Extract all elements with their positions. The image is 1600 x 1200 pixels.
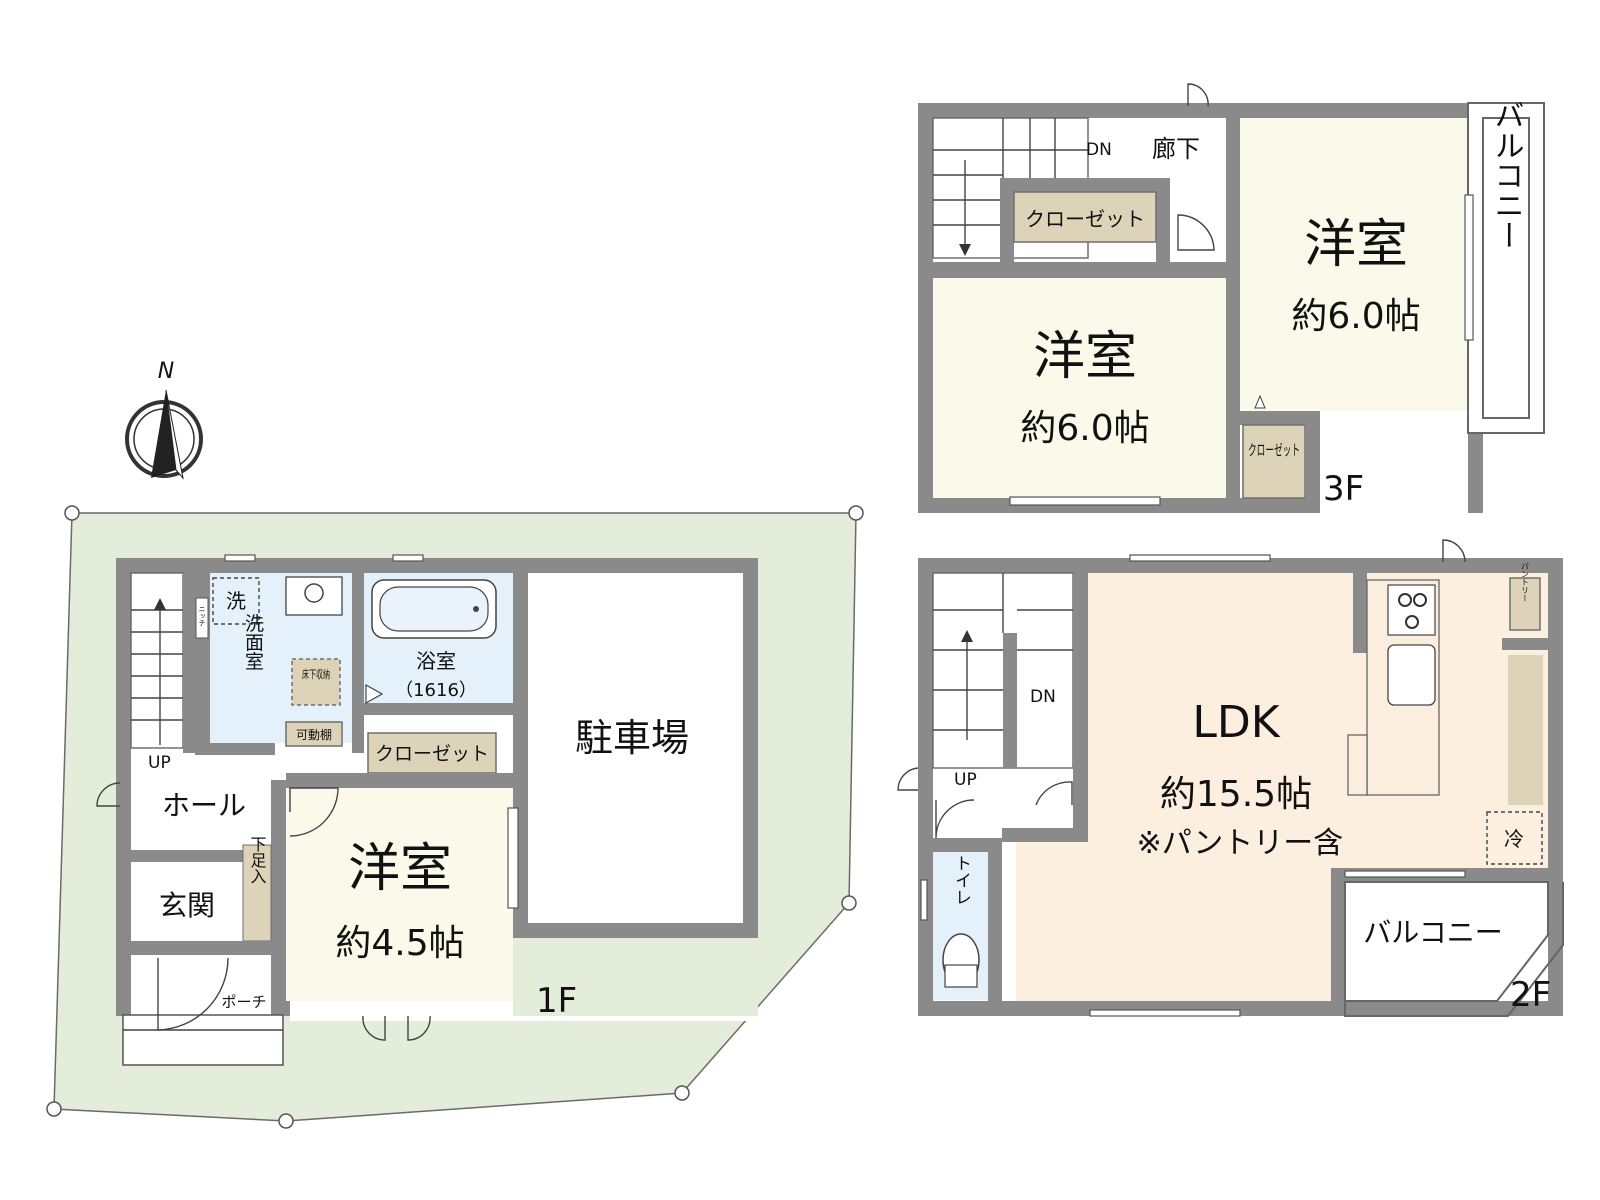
floor-1-label: 1F xyxy=(536,981,577,1021)
washroom-label: 洗面室 xyxy=(242,613,264,670)
f3-western-room-a-label: 洋室 xyxy=(1033,327,1137,387)
toilet-label: トイレ xyxy=(951,855,971,906)
floor-3-label: 3F xyxy=(1323,469,1364,509)
f1-up-label: UP xyxy=(148,753,171,773)
f3-western-room-a-size-label: 約6.0帖 xyxy=(1020,408,1149,449)
niche-label: ニッチ xyxy=(198,606,206,627)
compass-needle-icon xyxy=(151,390,176,478)
washer-label: 洗 xyxy=(226,589,246,613)
floor-3: DN 廊下 クローゼット 洋室 約6.0帖 洋室 約6.0帖 クローゼット xyxy=(918,83,1545,513)
f2-up-label: UP xyxy=(954,770,977,790)
kitchen-sink-icon xyxy=(1387,644,1436,706)
f1-western-room-size-label: 約4.5帖 xyxy=(335,923,464,964)
f3-balcony-label: バルコニー xyxy=(1489,100,1524,250)
ldk-note-label: ※パントリー含 xyxy=(1137,826,1344,861)
f3-closet-label: クローゼット xyxy=(1025,207,1145,231)
floor-2-label: 2F xyxy=(1510,975,1551,1015)
sink-icon xyxy=(304,583,324,603)
shoe-storage-label: 下足入 xyxy=(248,836,267,884)
pantry-label: パントリー xyxy=(1521,562,1530,602)
f3-western-room-b-label: 洋室 xyxy=(1304,215,1408,275)
north-label: N xyxy=(158,359,174,384)
f3-dn-label: DN xyxy=(1086,140,1112,160)
entrance-label: 玄関 xyxy=(159,889,215,922)
f1-closet-label: クローゼット xyxy=(375,743,489,765)
floor-2: DN UP トイレ LDK 約15.5帖 ※パントリー含 パントリー xyxy=(897,539,1564,1017)
ldk-label: LDK xyxy=(1192,697,1280,748)
underfloor-storage-label: 床下収納 xyxy=(302,667,330,681)
ldk-size-label: 約15.5帖 xyxy=(1160,774,1312,815)
corridor-label: 廊下 xyxy=(1152,135,1200,163)
f2-dn-label: DN xyxy=(1030,687,1056,707)
adjustable-shelf-label: 可動棚 xyxy=(296,727,332,742)
f3-closet-small-label: クローゼット xyxy=(1248,441,1300,459)
parking-label: 駐車場 xyxy=(575,716,689,760)
bathroom-size-label: （1616） xyxy=(395,680,477,701)
compass: N xyxy=(125,359,203,480)
f2-balcony-label: バルコニー xyxy=(1363,916,1502,949)
fridge-label: 冷 xyxy=(1504,827,1524,851)
f3-western-room-b-size-label: 約6.0帖 xyxy=(1291,296,1420,337)
hall-label: ホール xyxy=(162,789,246,822)
floor-1: UP 洗 ニッチ 洗面室 床下収納 可動棚 浴室 （1616） ホール 下足入 xyxy=(96,554,758,1066)
f1-western-room-label: 洋室 xyxy=(348,839,452,899)
porch-label: ポーチ xyxy=(221,993,266,1011)
bathroom-label: 浴室 xyxy=(416,649,456,673)
